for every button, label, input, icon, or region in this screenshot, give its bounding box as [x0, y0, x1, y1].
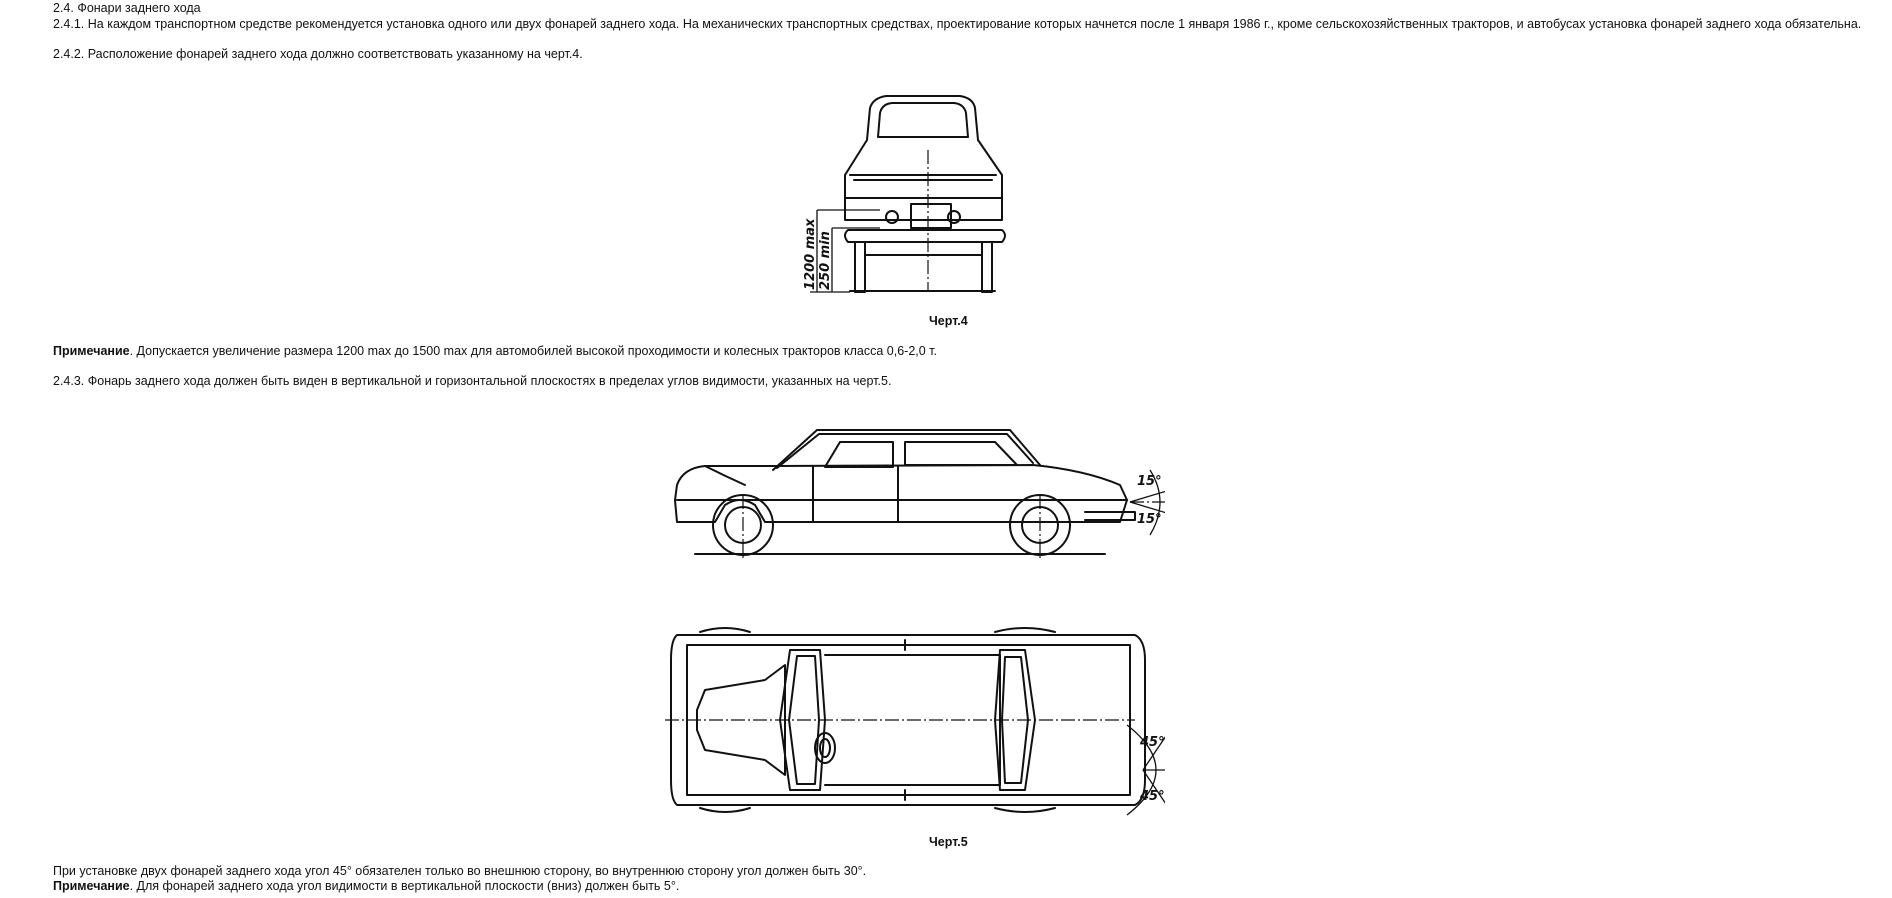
paragraph-2-4-3: 2.4.3. Фонарь заднего хода должен быть в… — [53, 374, 892, 388]
side-angle-up: 15° — [1137, 474, 1162, 489]
note-2: Примечание. Для фонарей заднего хода уго… — [53, 879, 679, 893]
figure-4-rear-view-drawing: 1200 max 250 min — [803, 95, 1006, 293]
paragraph-2-4-1: 2.4.1. На каждом транспортном средстве р… — [53, 17, 1862, 31]
note-2-label: Примечание — [53, 879, 130, 893]
note-1-label: Примечание — [53, 344, 130, 358]
note-2-text: . Для фонарей заднего хода угол видимост… — [129, 879, 680, 893]
paragraph-2-4-2: 2.4.2. Расположение фонарей заднего хода… — [53, 47, 583, 61]
top-angle-in: 45° — [1139, 789, 1165, 804]
figure-5-side-view-drawing: 15° 15° — [674, 429, 1165, 558]
paragraph-two-lamps: При установке двух фонарей заднего хода … — [53, 864, 867, 878]
dimension-250-min: 250 min — [818, 231, 833, 290]
figure-5-caption: Черт.5 — [929, 835, 968, 849]
note-1-text: . Допускается увеличение размера 1200 ma… — [129, 344, 937, 358]
top-angle-out: 45° — [1139, 735, 1165, 750]
note-1: Примечание. Допускается увеличение разме… — [53, 344, 937, 358]
section-heading: 2.4. Фонари заднего хода — [53, 1, 201, 15]
figure-4-caption: Черт.4 — [929, 314, 968, 328]
dimension-1200-max: 1200 max — [803, 218, 818, 290]
side-angle-down: 15° — [1137, 512, 1162, 527]
figure-5-top-view-drawing: 45° 45° — [665, 627, 1165, 816]
